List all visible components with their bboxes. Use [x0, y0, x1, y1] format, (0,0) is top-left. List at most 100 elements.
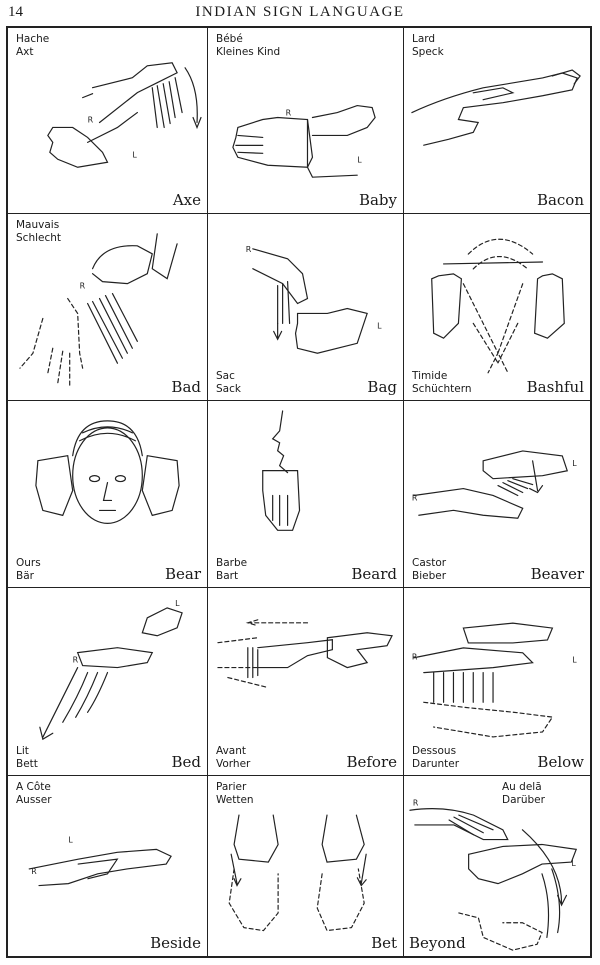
- german-label: Darüber: [502, 794, 545, 806]
- french-label: A Côte: [16, 781, 51, 793]
- english-label: Bed: [171, 753, 201, 771]
- sign-cell-bashful: Timide Schüchtern Bashful: [404, 214, 590, 401]
- sign-translations: Ours Bär: [16, 557, 41, 583]
- german-label: Bieber: [412, 570, 447, 582]
- english-label: Below: [537, 753, 584, 771]
- sign-translations: Dessous Darunter: [412, 745, 459, 771]
- sign-cell-baby: R L Bébé Kleines Kind Baby: [208, 28, 404, 214]
- svg-text:R: R: [286, 109, 292, 118]
- sign-cell-beaver: R L Castor Bieber Beaver: [404, 401, 590, 588]
- page-title: INDIAN SIGN LANGUAGE: [195, 4, 405, 20]
- hand-sign-illustration-before: [217, 619, 393, 689]
- svg-text:R: R: [88, 115, 94, 124]
- hand-sign-illustration-beyond: R L: [409, 798, 578, 951]
- hand-sign-illustration-beside: R L: [28, 836, 172, 887]
- svg-text:R: R: [80, 282, 86, 291]
- english-label: Bag: [367, 378, 397, 396]
- sign-translations: Sac Sack: [216, 370, 241, 396]
- sign-translations: Bébé Kleines Kind: [216, 33, 280, 59]
- hand-sign-illustration-bacon: [411, 69, 581, 146]
- hand-sign-illustration-bashful: [431, 238, 565, 374]
- english-label: Bet: [371, 934, 397, 952]
- german-label: Darunter: [412, 758, 460, 770]
- sign-cell-bear: Ours Bär Bear: [8, 401, 208, 588]
- english-label: Axe: [172, 191, 201, 209]
- french-label: Lit: [16, 745, 29, 757]
- sign-translations: Lard Speck: [412, 33, 444, 59]
- french-label: Ours: [16, 557, 41, 569]
- hand-sign-illustration-below: R L: [412, 622, 577, 738]
- svg-text:R: R: [73, 656, 79, 665]
- french-label: Sac: [216, 370, 235, 382]
- german-label: Axt: [16, 46, 34, 58]
- hand-sign-illustration-beard: [262, 410, 301, 531]
- sign-cell-bacon: Lard Speck Bacon: [404, 28, 590, 214]
- svg-text:R: R: [412, 493, 418, 502]
- english-label: Bear: [164, 565, 201, 583]
- sign-translations: Lit Bett: [16, 745, 38, 771]
- sign-translations: Timide Schüchtern: [412, 370, 472, 396]
- hand-sign-illustration-bag: R L: [246, 245, 382, 354]
- english-label: Bacon: [536, 191, 584, 209]
- english-label: Beside: [150, 934, 201, 952]
- german-label: Bett: [16, 758, 38, 770]
- sign-cell-bed: R L Lit Bett Bed: [8, 588, 208, 776]
- sign-cell-beyond: R L Au delā Darüber Beyond: [404, 776, 590, 956]
- english-label: Before: [346, 753, 397, 771]
- sign-translations: Barbe Bart: [216, 557, 247, 583]
- german-label: Schüchtern: [412, 383, 472, 395]
- german-label: Wetten: [216, 794, 254, 806]
- hand-sign-illustration-bear: [35, 420, 180, 524]
- german-label: Kleines Kind: [216, 46, 281, 58]
- sign-translations: Hache Axt: [16, 33, 49, 59]
- hand-sign-illustration-bed: R L: [39, 599, 183, 741]
- english-label: Baby: [358, 191, 397, 209]
- svg-text:R: R: [413, 798, 419, 807]
- sign-cell-bet: Parier Wetten Bet: [208, 776, 404, 956]
- svg-text:R: R: [31, 867, 37, 876]
- english-label: Beyond: [409, 934, 466, 952]
- sign-grid: R L Hache Axt Axe R L Bébé Kleines Kind …: [6, 26, 592, 958]
- german-label: Bär: [16, 570, 34, 582]
- hand-sign-illustration-beaver: R L: [412, 450, 577, 519]
- hand-sign-illustration-bet: [228, 814, 367, 932]
- sign-translations: Castor Bieber: [412, 557, 446, 583]
- english-label: Bad: [171, 378, 201, 396]
- french-label: Mauvais: [16, 219, 60, 231]
- svg-text:R: R: [246, 245, 252, 254]
- french-label: Barbe: [216, 557, 248, 569]
- svg-text:L: L: [132, 150, 137, 159]
- french-label: Parier: [216, 781, 247, 793]
- svg-text:L: L: [68, 836, 73, 845]
- german-label: Vorher: [216, 758, 251, 770]
- french-label: Hache: [16, 33, 50, 45]
- german-label: Schlecht: [16, 232, 62, 244]
- sign-cell-beard: Barbe Bart Beard: [208, 401, 404, 588]
- sign-translations: Avant Vorher: [216, 745, 250, 771]
- french-label: Bébé: [216, 33, 243, 45]
- sign-cell-bad: R Mauvais Schlecht Bad: [8, 214, 208, 401]
- french-label: Lard: [412, 33, 436, 45]
- sign-cell-before: Avant Vorher Before: [208, 588, 404, 776]
- sign-translations: Mauvais Schlecht: [16, 219, 61, 245]
- sign-cell-axe: R L Hache Axt Axe: [8, 28, 208, 214]
- page-number: 14: [8, 4, 23, 20]
- french-label: Au delā: [502, 781, 542, 793]
- german-label: Sack: [216, 383, 241, 395]
- sign-cell-bag: R L Sac Sack Bag: [208, 214, 404, 401]
- sign-translations: Parier Wetten: [216, 781, 254, 807]
- english-label: Beard: [351, 565, 397, 583]
- hand-sign-illustration-bad: R: [19, 233, 178, 386]
- english-label: Bashful: [526, 378, 584, 396]
- french-label: Timide: [412, 370, 448, 382]
- german-label: Ausser: [16, 794, 52, 806]
- german-label: Bart: [216, 570, 239, 582]
- german-label: Speck: [412, 46, 444, 58]
- french-label: Avant: [216, 745, 246, 757]
- svg-text:L: L: [175, 599, 180, 608]
- svg-text:L: L: [377, 321, 382, 330]
- english-label: Beaver: [530, 565, 584, 583]
- sign-translations: Au delā Darüber: [502, 781, 545, 807]
- sign-translations: A Côte Ausser: [16, 781, 52, 807]
- french-label: Castor: [412, 557, 447, 569]
